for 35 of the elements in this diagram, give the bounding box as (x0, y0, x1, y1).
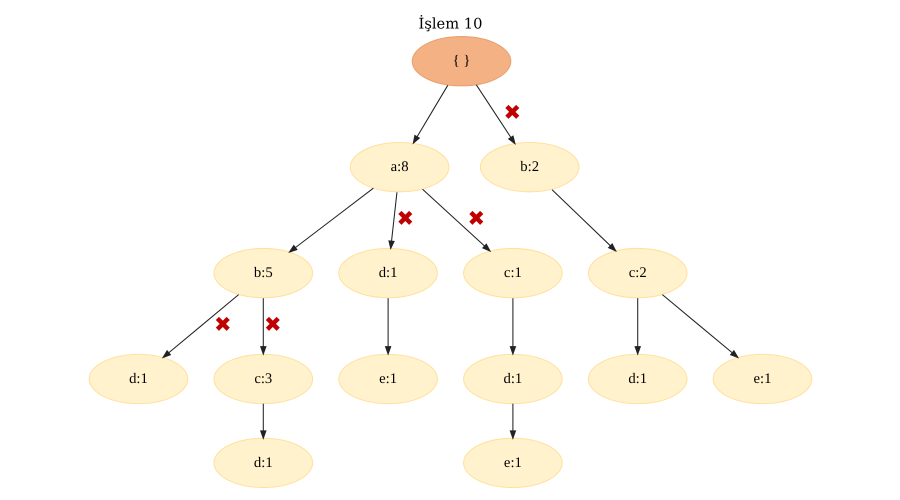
node-ellipse: d:1 (338, 248, 438, 298)
node-ellipse: b:2 (479, 142, 579, 192)
edge-label: ✖ (502, 100, 521, 124)
node-ellipse: d:1 (587, 354, 688, 404)
edge-label: ✖ (467, 206, 486, 230)
node-ellipse: d:1 (462, 354, 562, 404)
node-ellipse: d:1 (212, 438, 313, 488)
edge-label: ✖ (264, 312, 282, 336)
arrow (259, 404, 266, 440)
arrow (288, 188, 374, 254)
arrow (509, 404, 516, 440)
arrow (634, 298, 641, 356)
node-ellipse: e:1 (712, 354, 812, 404)
arrow (259, 298, 266, 356)
arrow (422, 188, 491, 252)
node-ellipse: e:1 (338, 354, 438, 404)
node-ellipse: c:2 (587, 248, 688, 298)
diagram-title: İşlem 10 (418, 15, 482, 32)
arrow (551, 189, 616, 252)
node-ellipse: { } (411, 36, 511, 86)
arrow (412, 85, 448, 144)
node-ellipse: e:1 (462, 438, 562, 488)
arrow (384, 298, 391, 356)
arrow (475, 84, 516, 145)
node-ellipse: c:3 (212, 354, 313, 404)
arrow (388, 192, 397, 250)
edge-label: ✖ (213, 312, 232, 336)
arrow (161, 294, 238, 358)
node-ellipse: d:1 (88, 354, 188, 404)
arrow (662, 294, 739, 358)
edge-label: ✖ (396, 206, 414, 230)
node-ellipse: a:8 (349, 142, 449, 192)
node-ellipse: b:5 (212, 248, 313, 298)
arrow (509, 298, 516, 356)
node-ellipse: c:1 (462, 248, 562, 298)
